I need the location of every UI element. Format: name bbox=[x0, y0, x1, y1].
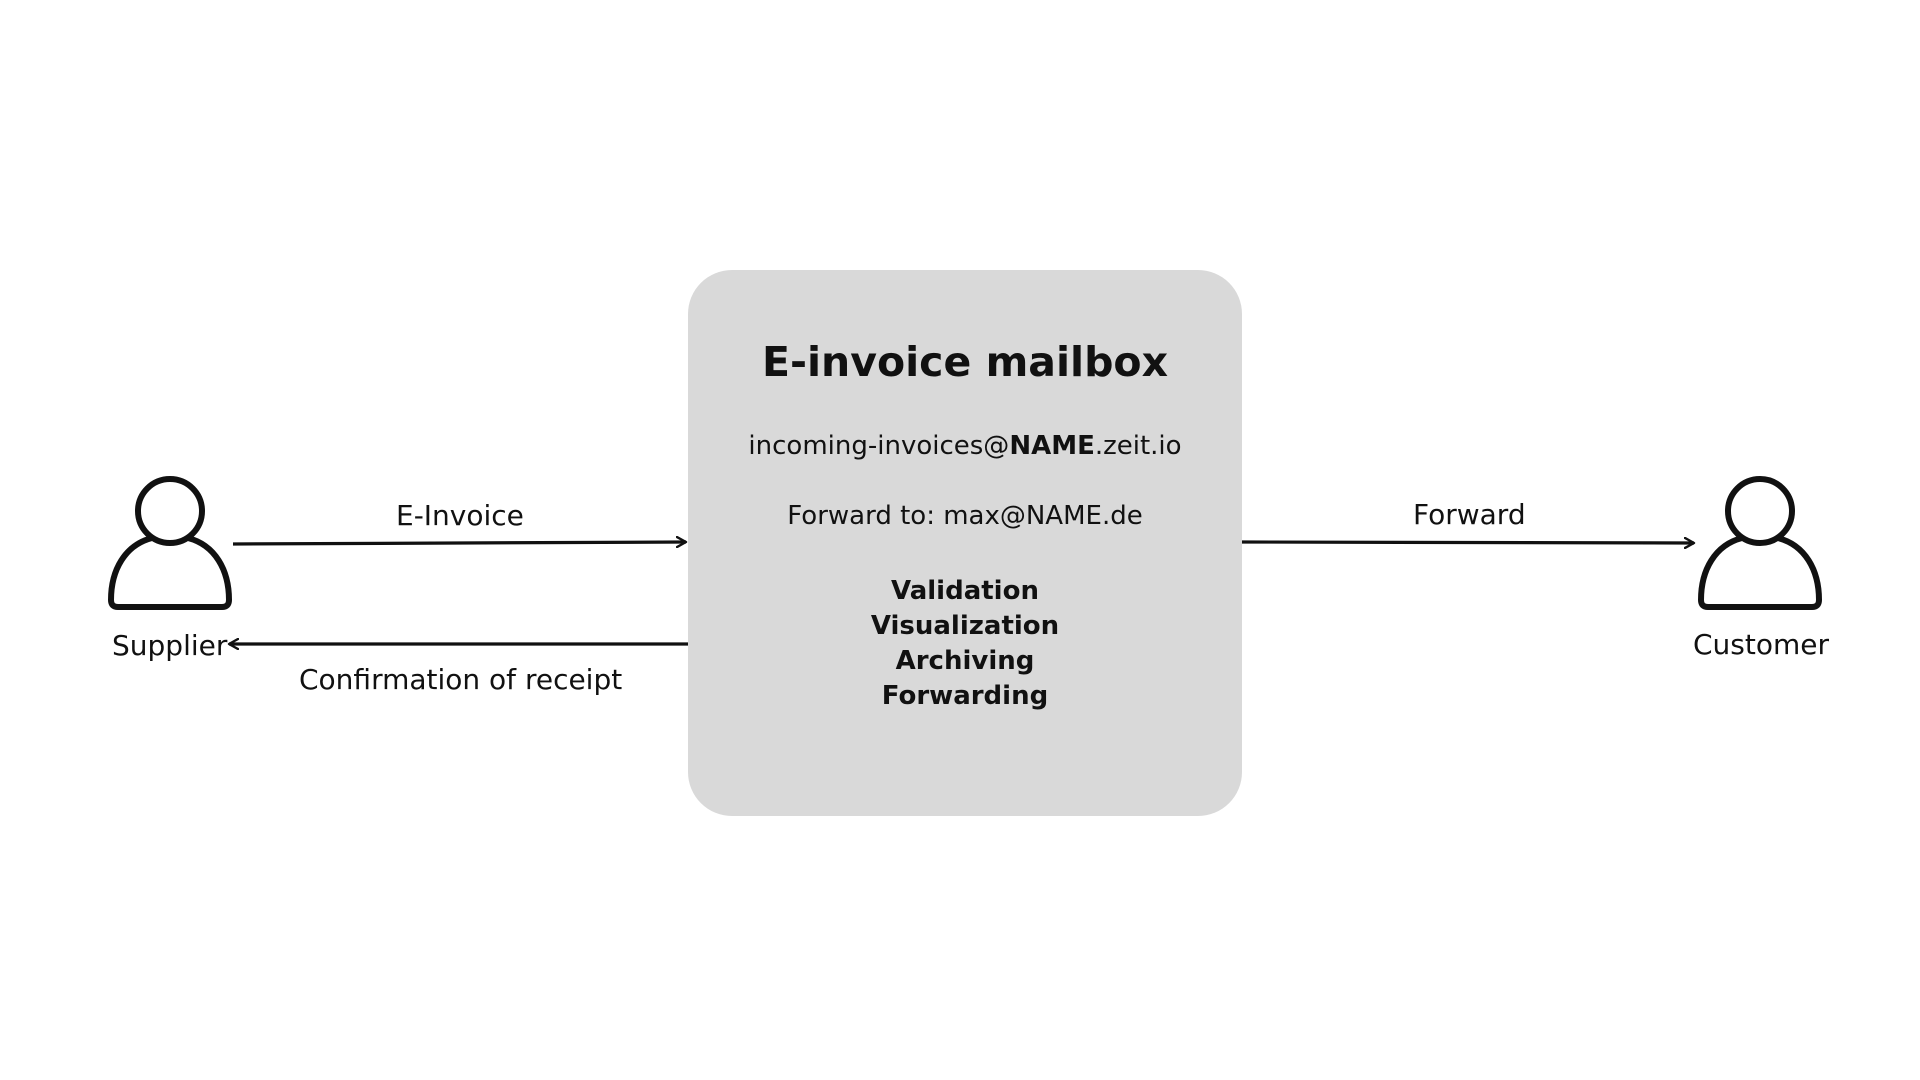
address-suffix: .zeit.io bbox=[1094, 431, 1182, 461]
supplier-person-icon bbox=[108, 476, 232, 610]
customer-person-icon bbox=[1698, 476, 1822, 610]
feature-validation: Validation bbox=[891, 576, 1039, 606]
mailbox-forward-line: Forward to: max@NAME.de bbox=[787, 501, 1143, 531]
address-prefix: incoming-invoices@ bbox=[748, 431, 1010, 461]
confirmation-edge-label: Confirmation of receipt bbox=[299, 663, 623, 696]
mailbox-address: incoming-invoices@NAME.zeit.io bbox=[688, 433, 1242, 459]
forward-arrow bbox=[1241, 542, 1694, 543]
feature-archiving: Archiving bbox=[895, 646, 1035, 676]
feature-visualization: Visualization bbox=[870, 611, 1060, 641]
supplier-label: Supplier bbox=[112, 629, 228, 662]
einvoice-arrow bbox=[232, 542, 686, 544]
feature-forwarding: Forwarding bbox=[881, 681, 1049, 711]
mailbox-features-list: Validation Visualization Archiving Forwa… bbox=[688, 574, 1242, 714]
customer-label: Customer bbox=[1693, 628, 1830, 661]
einvoice-mailbox-box: E-invoice mailbox incoming-invoices@NAME… bbox=[688, 270, 1242, 816]
mailbox-title: E-invoice mailbox bbox=[761, 338, 1169, 386]
einvoice-edge-label: E-Invoice bbox=[396, 499, 524, 532]
address-name: NAME bbox=[1009, 431, 1095, 461]
forward-edge-label: Forward bbox=[1413, 498, 1526, 531]
